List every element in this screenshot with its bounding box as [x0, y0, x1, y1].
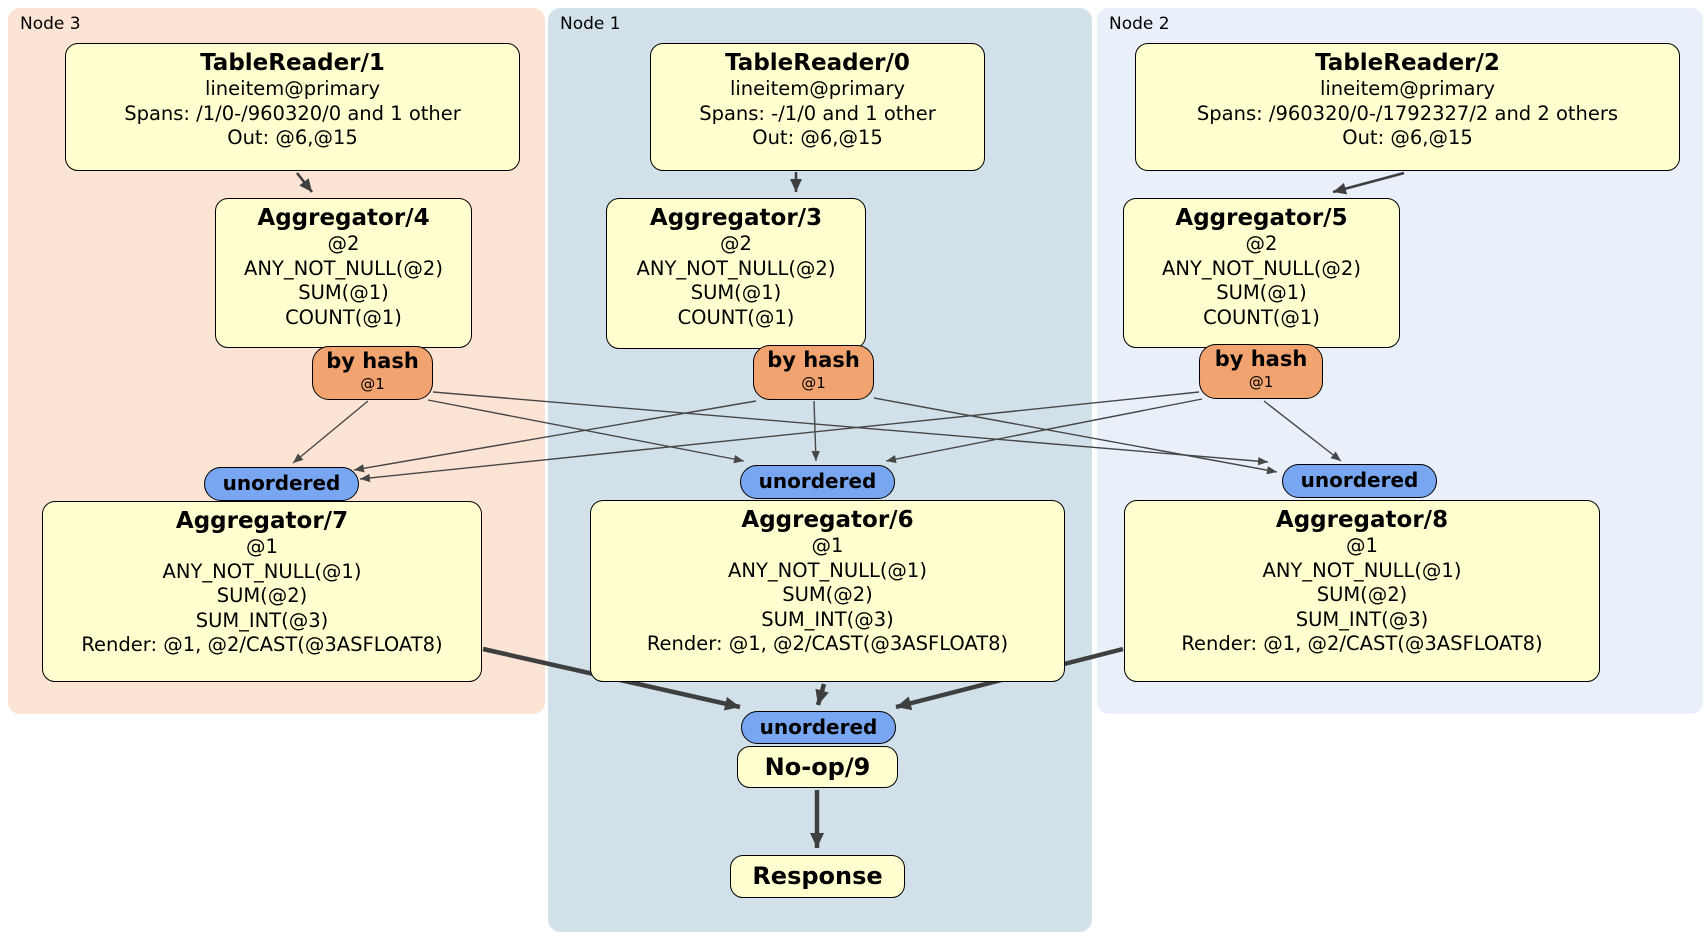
processor-attr-line: SUM_INT(@3) — [1295, 607, 1429, 631]
response-box: Response — [730, 855, 905, 898]
processor-title: TableReader/1 — [200, 50, 385, 76]
processor-attr-line: SUM(@2) — [782, 583, 873, 606]
router-label: by hash — [767, 348, 860, 372]
processor-title: Aggregator/7 — [175, 508, 349, 534]
processor-title: Response — [752, 862, 883, 890]
sync-unordered-node3: unordered — [204, 467, 359, 501]
processor-attr-line: ANY_NOT_NULL(@2) — [244, 256, 443, 280]
processor-box-tablereader-2: TableReader/2 lineitem@primary Spans: /9… — [1135, 43, 1680, 171]
sync-unordered-node2: unordered — [1282, 464, 1437, 498]
processor-attr-line: lineitem@primary — [1319, 77, 1496, 100]
processor-title: Aggregator/3 — [649, 205, 823, 231]
processor-attr-line: @2 — [1245, 232, 1278, 255]
edge-hash1-sync1 — [811, 400, 820, 462]
processor-attr-line: Render: @1, @2/CAST(@3ASFLOAT8) — [81, 633, 443, 656]
sync-unordered-final: unordered — [741, 711, 896, 744]
edge-tr1-agg4 — [295, 172, 314, 193]
processor-attr-line: lineitem@primary — [204, 77, 381, 100]
router-hash-key: @1 — [1248, 373, 1274, 391]
sync-unordered-node1: unordered — [740, 465, 895, 499]
processor-attr-line: @2 — [327, 232, 360, 255]
router-by-hash-node3: by hash @1 — [312, 346, 433, 400]
processor-title: No-op/9 — [764, 753, 871, 781]
processor-box-noop-9: No-op/9 — [737, 746, 898, 788]
processor-attr-line: ANY_NOT_NULL(@2) — [636, 256, 836, 280]
router-label: by hash — [1214, 347, 1308, 371]
processor-title: Aggregator/4 — [257, 205, 430, 231]
processor-attr-line: ANY_NOT_NULL(@1) — [162, 559, 362, 583]
processor-attr-line: ANY_NOT_NULL(@1) — [1262, 558, 1462, 582]
processor-box-aggregator-5: Aggregator/5 @2 ANY_NOT_NULL(@2) SUM(@1)… — [1123, 198, 1400, 348]
processor-attr-line: Render: @1, @2/CAST(@3ASFLOAT8) — [1181, 632, 1543, 655]
edge-hash2-sync2 — [1263, 400, 1342, 462]
edge-tr2-agg5 — [1332, 171, 1405, 195]
processor-title: Aggregator/6 — [741, 507, 914, 533]
router-label: by hash — [326, 349, 419, 373]
group-label-node1: Node 1 — [560, 14, 621, 34]
processor-box-aggregator-3: Aggregator/3 @2 ANY_NOT_NULL(@2) SUM(@1)… — [606, 198, 866, 349]
processor-attr-line: Out: @6,@15 — [752, 126, 883, 149]
group-label-node2: Node 2 — [1109, 14, 1170, 34]
processor-title: Aggregator/5 — [1175, 205, 1348, 231]
processor-attr-line: SUM_INT(@3) — [195, 608, 329, 632]
processor-title: Aggregator/8 — [1275, 507, 1449, 533]
router-by-hash-node1: by hash @1 — [753, 345, 874, 400]
processor-attr-line: SUM(@2) — [1316, 583, 1408, 606]
processor-attr-line: @1 — [246, 535, 278, 558]
router-hash-key: @1 — [360, 375, 385, 393]
processor-attr-line: @1 — [1346, 534, 1378, 557]
processor-box-aggregator-8: Aggregator/8 @1 ANY_NOT_NULL(@1) SUM(@2)… — [1124, 500, 1600, 682]
processor-box-tablereader-1: TableReader/1 lineitem@primary Spans: /1… — [65, 43, 520, 171]
processor-attr-line: ANY_NOT_NULL(@2) — [1162, 256, 1361, 280]
processor-attr-line: Out: @6,@15 — [1342, 126, 1473, 149]
edge-hash2-sync1 — [885, 398, 1203, 464]
processor-attr-line: COUNT(@1) — [285, 305, 402, 329]
processor-attr-line: SUM_INT(@3) — [761, 607, 894, 631]
processor-box-aggregator-6: Aggregator/6 @1 ANY_NOT_NULL(@1) SUM(@2)… — [590, 500, 1065, 682]
group-label-node3: Node 3 — [20, 14, 81, 34]
processor-box-aggregator-7: Aggregator/7 @1 ANY_NOT_NULL(@1) SUM(@2)… — [42, 501, 482, 682]
processor-attr-line: COUNT(@1) — [677, 305, 795, 329]
router-hash-key: @1 — [801, 374, 826, 392]
processor-title: TableReader/2 — [1315, 50, 1500, 76]
router-by-hash-node2: by hash @1 — [1199, 344, 1323, 399]
processor-attr-line: @1 — [811, 534, 844, 557]
processor-attr-line: SUM(@1) — [1216, 281, 1307, 304]
edge-hash2-sync3 — [359, 391, 1200, 483]
edge-hash3-sync3 — [292, 400, 369, 464]
processor-attr-line: COUNT(@1) — [1203, 305, 1320, 329]
processor-attr-line: Out: @6,@15 — [227, 126, 358, 149]
processor-attr-line: Spans: -/1/0 and 1 other — [699, 101, 936, 125]
processor-attr-line: lineitem@primary — [729, 77, 906, 100]
processor-box-aggregator-4: Aggregator/4 @2 ANY_NOT_NULL(@2) SUM(@1)… — [215, 198, 472, 348]
processor-attr-line: Render: @1, @2/CAST(@3ASFLOAT8) — [646, 632, 1009, 655]
edge-hash3-sync2 — [432, 391, 1269, 466]
edge-hash1-sync2 — [873, 397, 1278, 475]
processor-attr-line: @2 — [720, 232, 752, 255]
edge-hash1-sync3 — [353, 400, 757, 473]
processor-attr-line: ANY_NOT_NULL(@1) — [728, 558, 927, 582]
processor-title: TableReader/0 — [725, 50, 910, 76]
processor-attr-line: SUM(@2) — [216, 584, 308, 607]
processor-attr-line: Spans: /960320/0-/1792327/2 and 2 others — [1196, 101, 1619, 125]
processor-attr-line: SUM(@1) — [298, 281, 389, 304]
processor-attr-line: Spans: /1/0-/960320/0 and 1 other — [124, 101, 461, 125]
processor-attr-line: SUM(@1) — [690, 281, 782, 304]
edge-agg6-finalsync — [815, 683, 829, 706]
processor-box-tablereader-0: TableReader/0 lineitem@primary Spans: -/… — [650, 43, 985, 171]
